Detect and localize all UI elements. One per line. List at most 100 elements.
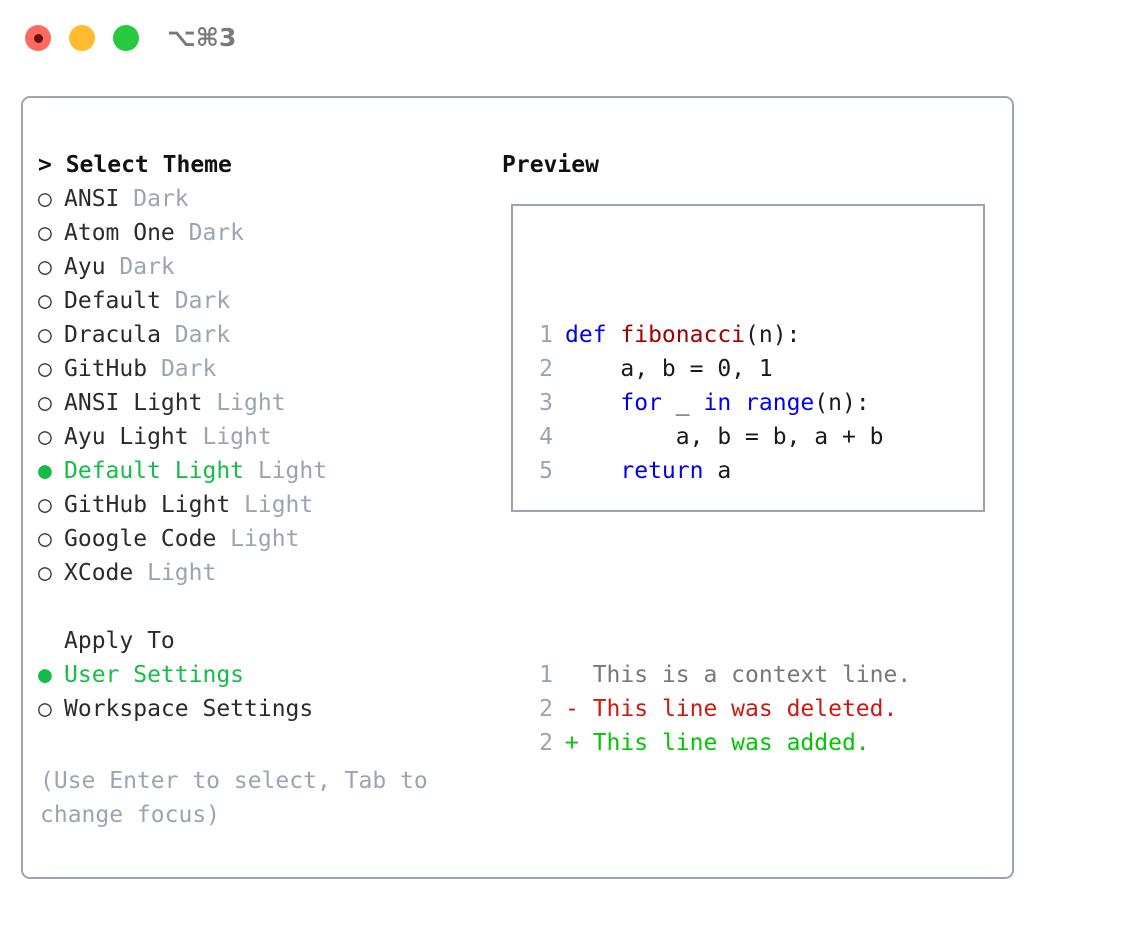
radio-unselected-icon: ○ <box>38 696 52 722</box>
theme-option-variant: Light <box>133 560 217 586</box>
code-token: a, b = b, a + b <box>565 424 884 450</box>
theme-option-github[interactable]: ○ GitHub Dark <box>38 352 488 386</box>
theme-option-label: ANSI <box>64 186 120 212</box>
theme-list[interactable]: ○ ANSI Dark ○Atom One Dark ○ Ayu Dark ○ Defaul… <box>38 182 488 590</box>
keyboard-shortcut-label: ⌥⌘3 <box>167 23 237 52</box>
code-token <box>565 390 620 416</box>
radio-unselected-icon: ○ <box>38 424 52 450</box>
line-number: 1 <box>539 322 553 348</box>
code-token <box>731 390 745 416</box>
code-line: 1 def fibonacci(n): <box>531 318 911 352</box>
diff-line-del: 2- This line was deleted. <box>531 692 911 726</box>
code-line: 5 return a <box>531 454 911 488</box>
line-number: 3 <box>539 390 553 416</box>
keyboard-hint-text: (Use Enter to select, Tab to change focu… <box>40 768 442 828</box>
theme-option-variant: Dark <box>160 322 231 348</box>
theme-option-ansi[interactable]: ○ ANSI Dark <box>38 182 488 216</box>
line-number: 5 <box>539 458 553 484</box>
code-line: 3 for _ in range(n): <box>531 386 911 420</box>
line-number: 4 <box>539 424 553 450</box>
theme-option-variant: Dark <box>147 356 217 382</box>
radio-unselected-icon: ○ <box>38 526 52 552</box>
theme-option-variant: Light <box>244 458 328 484</box>
diff-lines: 1 This is a context line.2- This line wa… <box>531 658 911 760</box>
code-blank-line <box>531 556 911 590</box>
diff-text: This line was deleted. <box>592 696 898 722</box>
diff-marker: - <box>565 696 593 722</box>
code-token: def <box>565 322 621 348</box>
code-token: range <box>745 390 815 416</box>
theme-selector-column: > Select Theme ○ANSI Dark○Atom One Dark○… <box>38 148 488 726</box>
maximize-button[interactable] <box>113 25 139 51</box>
line-number: 1 <box>539 662 553 688</box>
theme-option-github-light[interactable]: ○ GitHub Light Light <box>38 488 488 522</box>
code-token <box>565 458 620 484</box>
code-token: (n): <box>745 322 801 348</box>
theme-option-default-light[interactable]: ●Default Light Light <box>38 454 488 488</box>
radio-unselected-icon: ○ <box>38 322 52 348</box>
theme-option-ayu[interactable]: ○Ayu Dark <box>38 250 488 284</box>
theme-option-label: Ayu <box>64 254 106 280</box>
theme-option-label: XCode <box>64 560 134 586</box>
theme-option-label: Default <box>64 288 161 314</box>
diff-text: This is a context line. <box>592 662 912 688</box>
radio-unselected-icon: ○ <box>38 390 52 416</box>
theme-option-variant: Light <box>216 526 300 552</box>
preview-header: Preview <box>502 152 599 178</box>
window-controls <box>25 25 139 51</box>
apply-to-option-workspace-settings[interactable]: ○Workspace Settings <box>38 692 488 726</box>
theme-option-label: Default Light <box>64 458 245 484</box>
radio-unselected-icon: ○ <box>38 356 52 382</box>
code-token: in <box>703 390 732 416</box>
close-button[interactable] <box>25 25 51 51</box>
apply-to-option-label: User Settings <box>64 662 245 688</box>
theme-option-label: GitHub Light <box>64 492 231 518</box>
radio-unselected-icon: ○ <box>38 492 52 518</box>
apply-to-header: Apply To <box>38 624 488 658</box>
list-spacer <box>38 590 488 624</box>
radio-unselected-icon: ○ <box>38 186 52 212</box>
theme-option-label: GitHub <box>64 356 148 382</box>
code-line: 2 a, b = 0, 1 <box>531 352 911 386</box>
code-token: for <box>620 390 662 416</box>
theme-option-atom-one[interactable]: ○Atom One Dark <box>38 216 488 250</box>
theme-option-variant: Light <box>202 390 286 416</box>
radio-selected-icon: ● <box>38 662 52 688</box>
diff-line-ctx: 1 This is a context line. <box>531 658 911 692</box>
theme-option-label: Dracula <box>64 322 161 348</box>
select-theme-header: > Select Theme <box>38 152 232 178</box>
apply-to-list[interactable]: ● User Settings ○Workspace Settings <box>38 658 488 726</box>
line-number: 2 <box>539 356 553 382</box>
theme-option-label: Ayu Light <box>64 424 189 450</box>
radio-unselected-icon: ○ <box>38 560 52 586</box>
diff-line-add: 2 + This line was added. <box>531 726 911 760</box>
theme-option-google-code[interactable]: ○ Google Code Light <box>38 522 488 556</box>
code-token: _ <box>661 390 704 416</box>
theme-option-ayu-light[interactable]: ○ Ayu Light Light <box>38 420 488 454</box>
apply-to-option-user-settings[interactable]: ● User Settings <box>38 658 488 692</box>
diff-text: This line was added. <box>592 730 870 756</box>
apply-to-header-label: Apply To <box>64 628 175 654</box>
theme-option-variant: Dark <box>160 288 231 314</box>
theme-option-label: Google Code <box>64 526 217 552</box>
theme-option-dracula[interactable]: ○ Dracula Dark <box>38 318 488 352</box>
theme-option-variant: Light <box>188 424 272 450</box>
theme-option-variant: Dark <box>119 186 189 212</box>
theme-option-variant: Light <box>230 492 314 518</box>
line-number: 2 <box>539 696 553 722</box>
theme-option-ansi-light[interactable]: ○ANSI Light Light <box>38 386 488 420</box>
code-token: fibonacci <box>620 322 746 348</box>
main-panel: > Select Theme ○ANSI Dark○Atom One Dark○… <box>21 96 1014 879</box>
radio-unselected-icon: ○ <box>38 288 52 314</box>
minimize-button[interactable] <box>69 25 95 51</box>
window-titlebar: ⌥⌘3 <box>0 0 1140 78</box>
radio-unselected-icon: ○ <box>38 254 52 280</box>
theme-option-xcode[interactable]: ○ XCode Light <box>38 556 488 590</box>
diff-marker: + <box>565 730 593 756</box>
line-number: 2 <box>539 730 553 756</box>
theme-option-default[interactable]: ○ Default Dark <box>38 284 488 318</box>
code-token: a <box>703 458 732 484</box>
